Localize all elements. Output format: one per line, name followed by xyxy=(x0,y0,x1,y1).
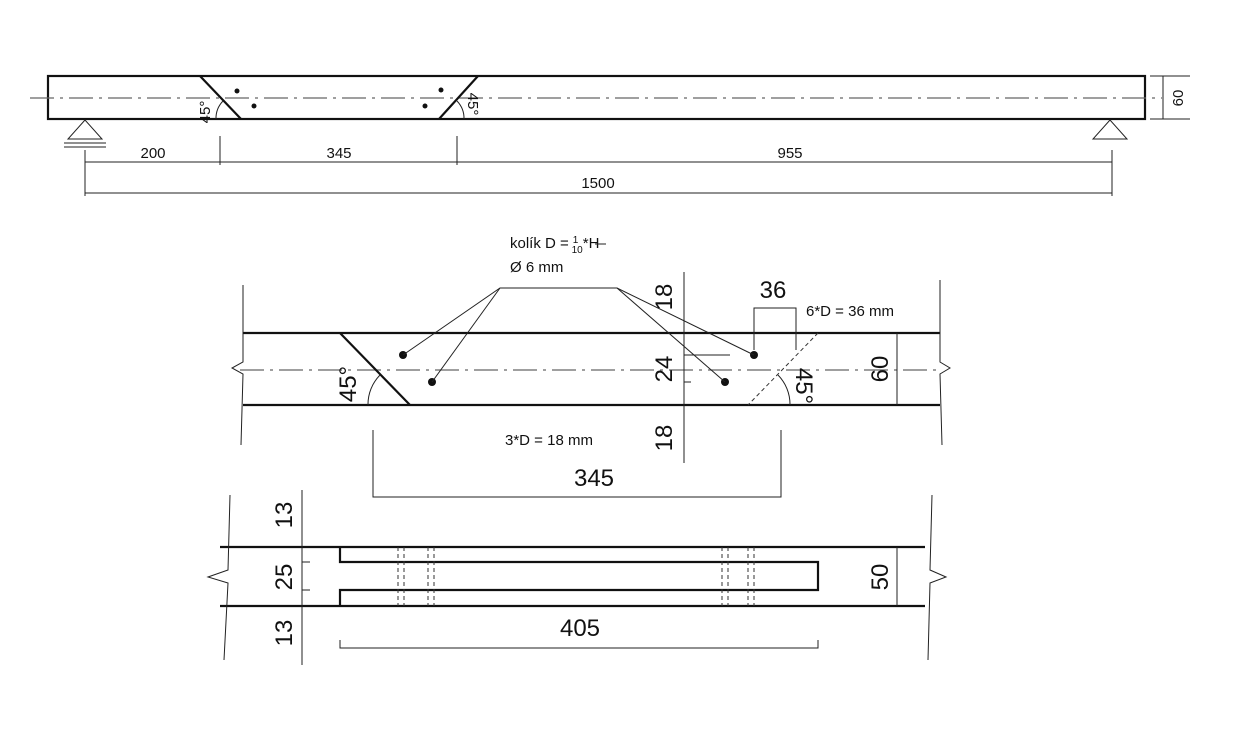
dowel xyxy=(422,103,428,109)
dim-edge-bottom: 18 xyxy=(651,425,678,452)
dim-345: 345 xyxy=(326,145,351,162)
angle-arc-right xyxy=(456,100,465,120)
scarf-cut-hidden xyxy=(747,332,819,406)
break-line-right xyxy=(927,494,948,661)
dowel xyxy=(438,87,444,93)
dim-length-345: 345 xyxy=(574,465,614,492)
angle-arc xyxy=(367,374,381,406)
slot-length-dim xyxy=(339,640,819,649)
break-line-left xyxy=(206,494,231,661)
dim-bottom-13: 13 xyxy=(271,620,298,647)
beam-elevation: 45° 45° 200 345 955 1500 60 xyxy=(30,74,1190,196)
angle-label-right: 45° xyxy=(790,368,817,404)
angle-label-left: 45° xyxy=(335,366,362,402)
dim-slot-25: 25 xyxy=(271,564,298,591)
angle-label-left: 45° xyxy=(197,101,214,124)
dowel xyxy=(251,103,257,109)
dimension-chain xyxy=(84,136,1113,196)
edge-note: 3*D = 18 mm xyxy=(505,432,593,449)
dim-edge-top: 18 xyxy=(651,284,678,311)
spacing-dim-bracket xyxy=(753,307,797,350)
joint-plan: 13 25 13 50 405 xyxy=(206,490,948,665)
scarf-cut-right xyxy=(438,75,479,120)
dowel-diameter: Ø 6 mm xyxy=(510,259,563,276)
dowel xyxy=(234,88,240,94)
dim-spacing-36: 36 xyxy=(760,277,787,304)
dim-width-50: 50 xyxy=(867,564,894,591)
slot-outline xyxy=(338,547,820,606)
dim-top-13: 13 xyxy=(271,502,298,529)
dim-200: 200 xyxy=(140,145,165,162)
dim-955: 955 xyxy=(777,145,802,162)
length-dim xyxy=(372,430,782,498)
break-line-right xyxy=(939,280,951,446)
dowel-leaders xyxy=(402,287,755,383)
dim-height-60: 60 xyxy=(867,356,894,383)
dim-height-60: 60 xyxy=(1170,90,1187,107)
angle-arc xyxy=(777,374,791,406)
dim-slot-405: 405 xyxy=(560,615,600,642)
height-dimension xyxy=(1150,75,1190,120)
dim-1500: 1500 xyxy=(581,175,614,192)
scarf-cut-left xyxy=(199,75,242,120)
spacing-note: 6*D = 36 mm xyxy=(806,303,894,320)
break-line-left xyxy=(230,285,244,446)
scarf-cut xyxy=(339,332,411,406)
angle-arc-left xyxy=(215,100,224,120)
support-pinned-left xyxy=(64,119,106,148)
dim-middle: 24 xyxy=(651,356,678,383)
support-roller-right xyxy=(1091,119,1129,140)
angle-label-right: 45° xyxy=(464,93,481,116)
dowel-holes-hidden xyxy=(397,547,755,606)
